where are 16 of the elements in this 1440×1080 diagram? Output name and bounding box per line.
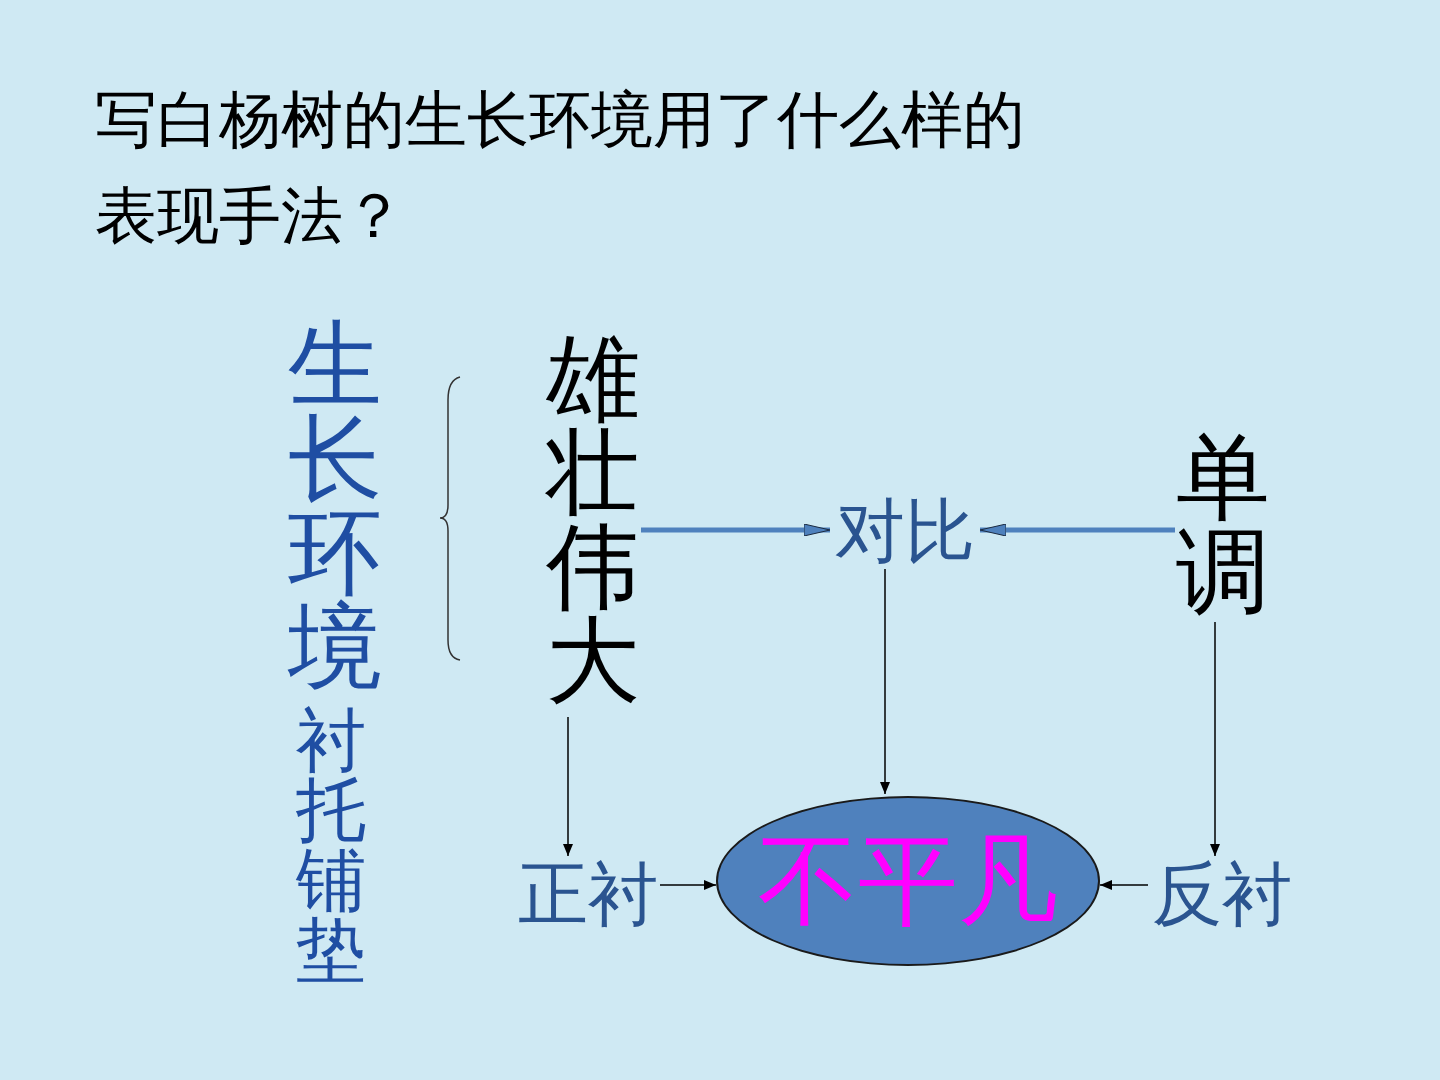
node-label: 雄壮伟大: [546, 332, 640, 708]
arrow: [880, 568, 890, 795]
slide-title: 写白杨树的生长环境用了什么样的表现手法？: [95, 82, 1026, 255]
node-label: 单调: [1176, 431, 1270, 619]
node-text: 不平凡: [758, 831, 1058, 931]
arrow: [1099, 880, 1149, 890]
vertical-heading: 生长环境: [288, 318, 382, 694]
arrow: [979, 523, 1175, 537]
node-label: 正衬: [517, 859, 658, 929]
arrow: [659, 880, 717, 890]
vertical-heading: 衬托铺垫: [296, 705, 366, 985]
node-label: 对比: [835, 496, 975, 566]
node-label: 反衬: [1151, 859, 1292, 929]
arrow: [641, 523, 831, 537]
arrow: [1210, 621, 1220, 857]
arrow: [563, 716, 573, 857]
